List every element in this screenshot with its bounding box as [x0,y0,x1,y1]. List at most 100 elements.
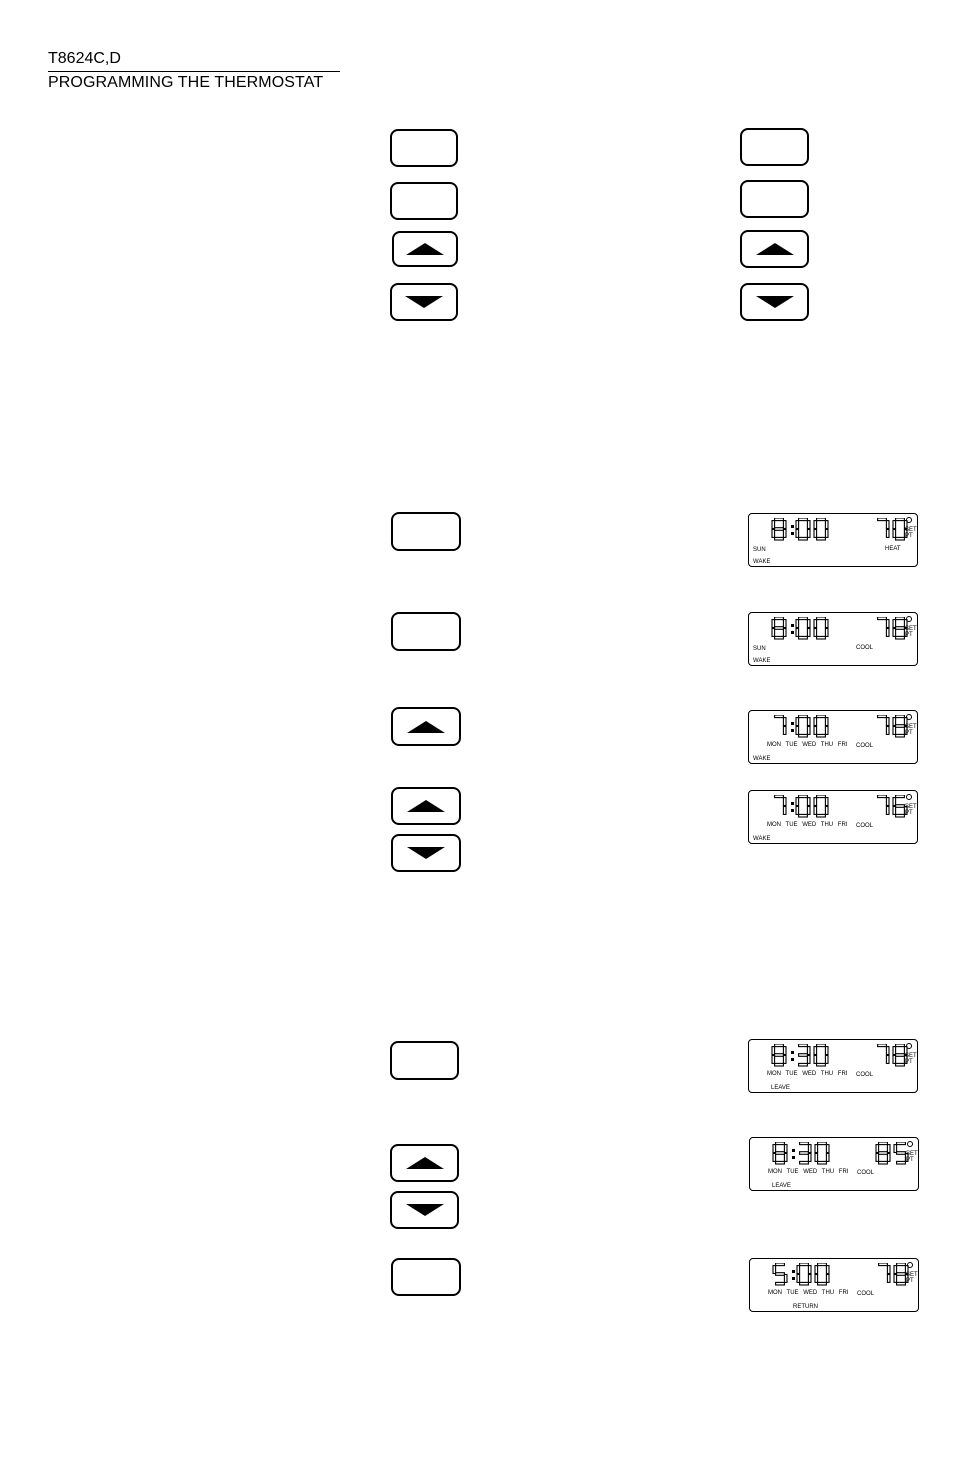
digit-segment [796,1265,801,1275]
blank-button[interactable] [390,1041,459,1080]
up-arrow-icon [407,720,445,733]
digit-segment [892,717,897,727]
digit-segment [795,520,800,530]
digit-segment [813,805,818,815]
digit-segment [775,1142,785,1146]
down-arrow-icon [405,296,443,308]
digit-segment [896,1272,906,1276]
up-button[interactable] [740,230,809,268]
blank-button[interactable] [740,128,809,166]
digit-segment [885,1054,890,1064]
up-button[interactable] [390,1144,459,1182]
digit-segment [816,715,826,719]
blank-button[interactable] [740,180,809,218]
down-button[interactable] [390,1191,459,1229]
down-button[interactable] [740,283,809,321]
digit-segment [895,1062,905,1067]
digit-segment [782,627,787,637]
digit-segment [875,1152,880,1162]
digit-segment [878,1160,888,1165]
digit-segment [813,1046,818,1056]
time-digits [774,715,829,738]
digit-segment [825,1273,830,1283]
digit-segment [817,1281,827,1286]
digit-segment [817,1160,827,1165]
down-button[interactable] [390,283,458,321]
digit-segment [795,528,800,538]
digit-segment [885,717,890,727]
digit-segment [783,1273,788,1283]
digit-segment [813,1054,818,1064]
digit-segment [885,725,890,735]
digit-segment [892,797,897,807]
digit-segment [798,635,808,640]
digit-segment [824,805,829,815]
down-button[interactable] [391,834,461,872]
digit-segment [774,1062,784,1067]
digit-segment [892,627,897,637]
digit-segment [816,795,826,799]
up-arrow-icon [405,1157,444,1169]
period-label: WAKE [753,756,771,762]
digit-segment [807,1273,812,1283]
digit-segment [816,518,826,522]
day-label: SUN [753,646,766,652]
digit-segment [774,518,784,522]
mode-label: HEAT [885,546,901,552]
digit-segment [885,805,890,815]
digit-segment [893,1144,898,1154]
digit-segment [903,627,908,637]
up-button[interactable] [391,787,461,825]
digit-segment [813,717,818,727]
digit-segment [824,619,829,629]
up-button[interactable] [391,707,461,746]
digit-segment [774,1044,784,1048]
blank-button[interactable] [391,1258,461,1296]
digit-segment [895,715,905,719]
digit-segment [813,528,818,538]
digit-segment [795,797,800,807]
blank-button[interactable] [391,512,461,551]
digit-segment [892,725,897,735]
blank-button[interactable] [391,612,461,651]
digit-segment [799,1151,809,1155]
digit-segment [824,1046,829,1056]
days-label: MON TUE WED THU FRI [767,822,848,828]
digit-segment [799,1142,809,1146]
digit-segment [816,536,826,541]
digit-segment [796,1273,801,1283]
digit-segment [774,617,784,621]
digit-segment [903,805,908,815]
digit-segment [877,715,887,719]
temp-digits [877,715,908,738]
blank-button[interactable] [390,129,458,167]
digit-segment [824,725,829,735]
digit-segment [903,520,908,530]
digit-segment [824,1054,829,1064]
digit-segment [806,627,811,637]
digit-segment [798,1062,808,1067]
document-model: T8624C,D [48,50,121,67]
digit-segment [806,1046,811,1056]
digit-segment [896,1142,906,1146]
digit-segment [885,520,890,530]
digit-segment [895,813,905,818]
document-title: PROGRAMMING THE THERMOSTAT [48,74,324,91]
digit-segment [807,1265,812,1275]
period-label: LEAVE [771,1085,790,1091]
digit-segment [896,1263,906,1267]
digit-segment [903,717,908,727]
digit-segment [824,627,829,637]
time-digits [771,1044,829,1067]
digit-segment [775,1160,785,1165]
digit-segment [824,717,829,727]
digit-segment [798,617,808,621]
days-label: MON TUE WED THU FRI [768,1290,849,1296]
digit-segment [795,619,800,629]
up-button[interactable] [392,231,458,267]
blank-button[interactable] [390,182,458,220]
